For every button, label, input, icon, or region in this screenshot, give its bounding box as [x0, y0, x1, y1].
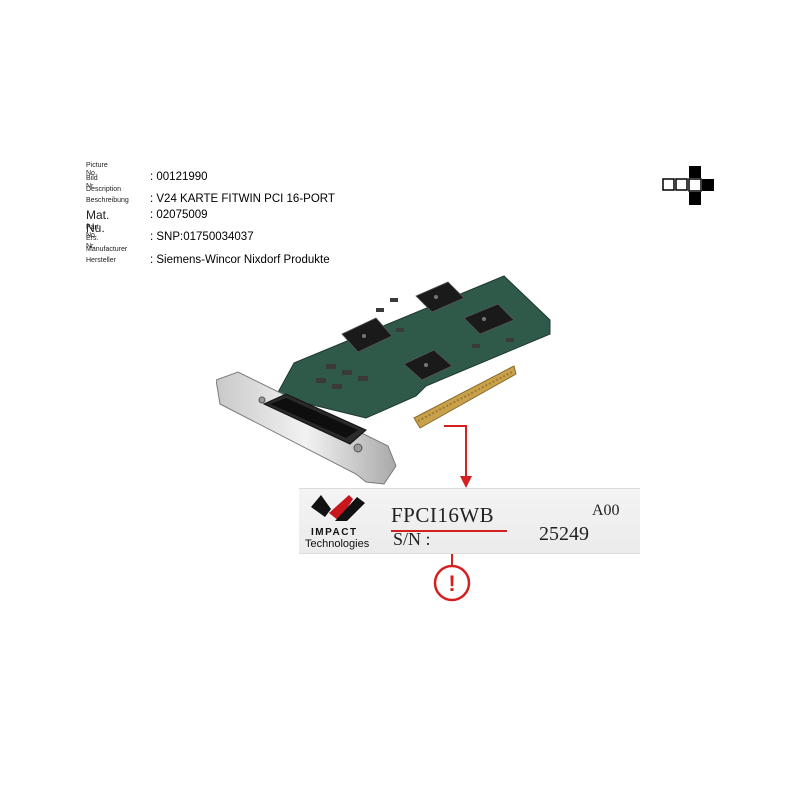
serial-number: 25249 — [539, 523, 589, 545]
part-no-value: : SNP:01750034037 — [150, 231, 254, 243]
pci-card-image — [216, 275, 551, 485]
revision-code: A00 — [592, 502, 620, 519]
manufacturer-label: Manufacturer — [86, 246, 128, 253]
hersteller-label: Hersteller — [86, 257, 116, 264]
bild-nr-label: Bild Nr. — [86, 175, 98, 190]
warning-symbol: ! — [448, 571, 455, 596]
beschreibung-label: Beschreibung — [86, 197, 129, 204]
mat-nu-label: Mat. Nu. — [86, 208, 110, 235]
model-underline — [391, 530, 507, 532]
picture-no-value: : 00121990 — [150, 171, 208, 183]
impact-technologies-logo: IMPACT Technologies — [305, 495, 370, 550]
serial-label: S/N : — [393, 529, 431, 549]
part-no-label: Part. No. — [86, 224, 101, 239]
ers-nr-label: Ers. Nr. — [86, 235, 99, 250]
brand-squares-icon — [662, 166, 714, 205]
description-value: : V24 KARTE FITWIN PCI 16-PORT — [150, 193, 335, 205]
mat-nu-value: : 02075009 — [150, 209, 208, 221]
product-label: IMPACT Technologies FPCI16WB S/N : A00 2… — [299, 488, 640, 554]
manufacturer-value: : Siemens-Wincor Nixdorf Produkte — [150, 254, 330, 266]
logo-technologies-text: Technologies — [305, 538, 370, 550]
warning-icon: ! — [433, 564, 471, 602]
model-number: FPCI16WB — [391, 503, 495, 527]
picture-no-label: Picture No. — [86, 162, 108, 177]
logo-impact-text: IMPACT — [311, 527, 358, 538]
description-label: Description — [86, 186, 122, 193]
